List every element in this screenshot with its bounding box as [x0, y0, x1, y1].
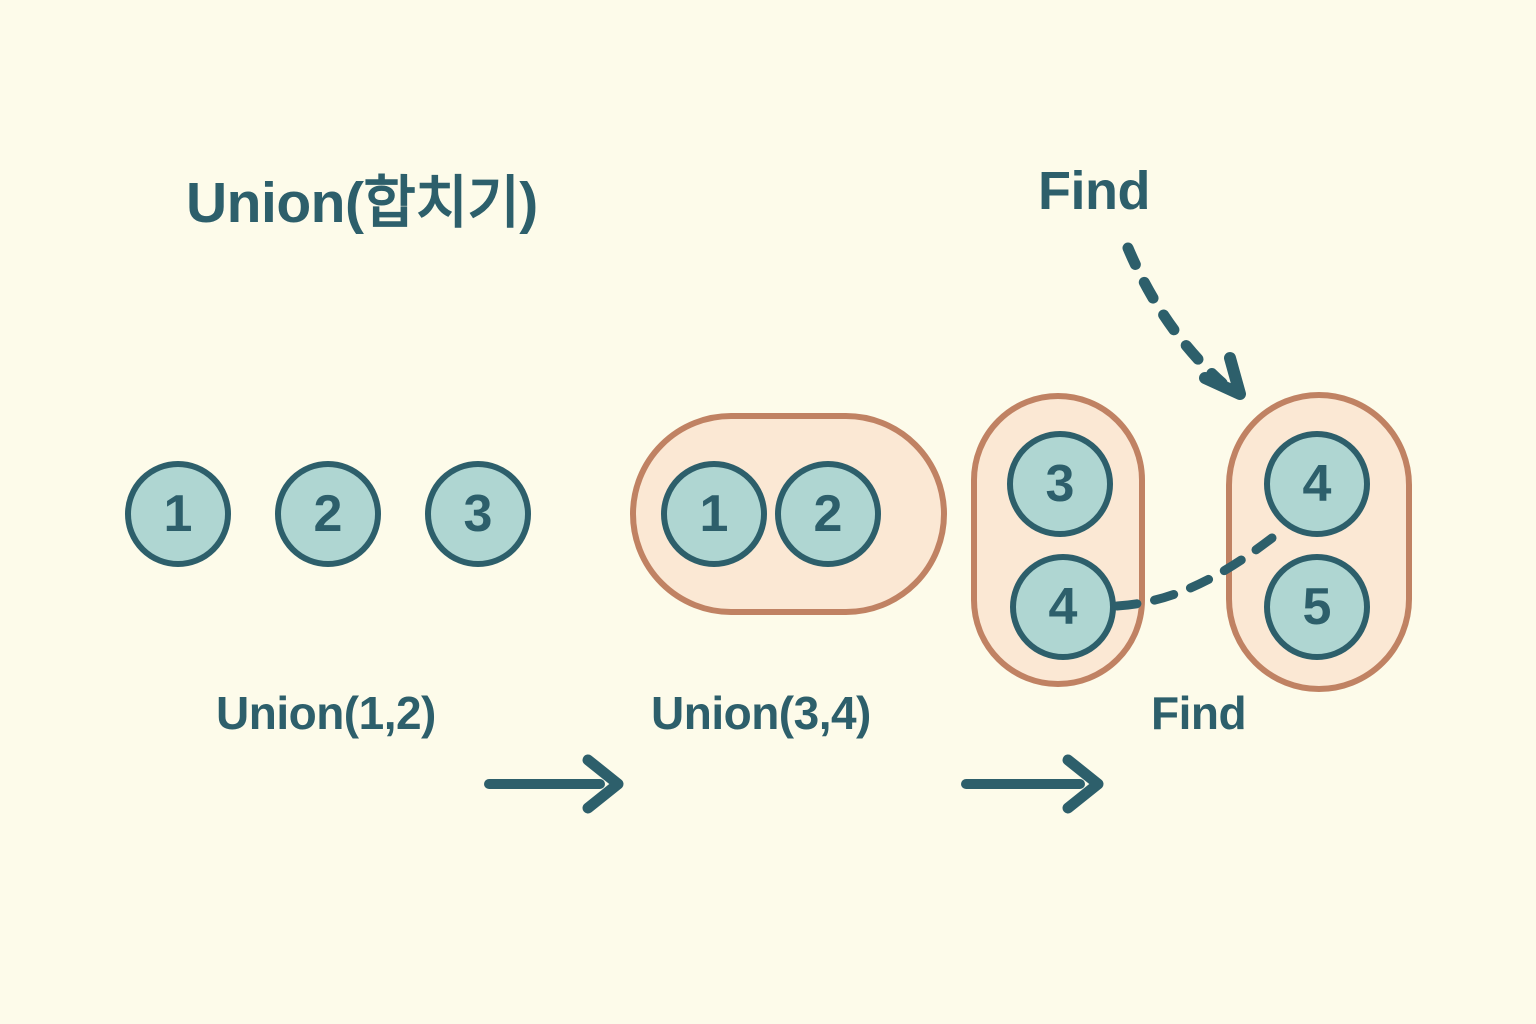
node-label: 1 — [164, 485, 193, 543]
node-1-stage2: 1 — [661, 461, 767, 567]
node-label: 2 — [314, 485, 343, 543]
find-pointer-arrow — [1122, 242, 1246, 400]
node-label: 3 — [464, 485, 493, 543]
node-label: 3 — [1046, 455, 1075, 513]
node-2-stage1: 2 — [275, 461, 381, 567]
find-top-label: Find — [1038, 161, 1150, 221]
node-4-stage4: 4 — [1264, 431, 1370, 537]
union-3-4-label: Union(3,4) — [651, 687, 871, 739]
stage-initial-nodes: 1 2 3 — [125, 461, 531, 567]
find-bottom-label: Find — [1151, 687, 1247, 739]
node-label: 1 — [700, 485, 729, 543]
stage-union-1-2: 1 2 — [630, 413, 947, 615]
transition-arrow-1 — [484, 754, 624, 814]
transition-arrow-2 — [961, 754, 1104, 814]
stage-union-3-4: 3 4 4 5 — [971, 392, 1412, 692]
node-4-stage3: 4 — [1010, 554, 1116, 660]
node-label: 4 — [1049, 578, 1078, 636]
diagram-title: Union(합치기) — [186, 171, 538, 235]
node-1-stage1: 1 — [125, 461, 231, 567]
node-label: 5 — [1303, 578, 1332, 636]
node-3-stage1: 3 — [425, 461, 531, 567]
node-3-stage3: 3 — [1007, 431, 1113, 537]
node-2-stage2: 2 — [775, 461, 881, 567]
union-1-2-label: Union(1,2) — [216, 687, 436, 739]
node-label: 2 — [814, 485, 843, 543]
node-5-stage4: 5 — [1264, 554, 1370, 660]
node-label: 4 — [1303, 455, 1332, 513]
find-link-connector — [1112, 533, 1277, 611]
